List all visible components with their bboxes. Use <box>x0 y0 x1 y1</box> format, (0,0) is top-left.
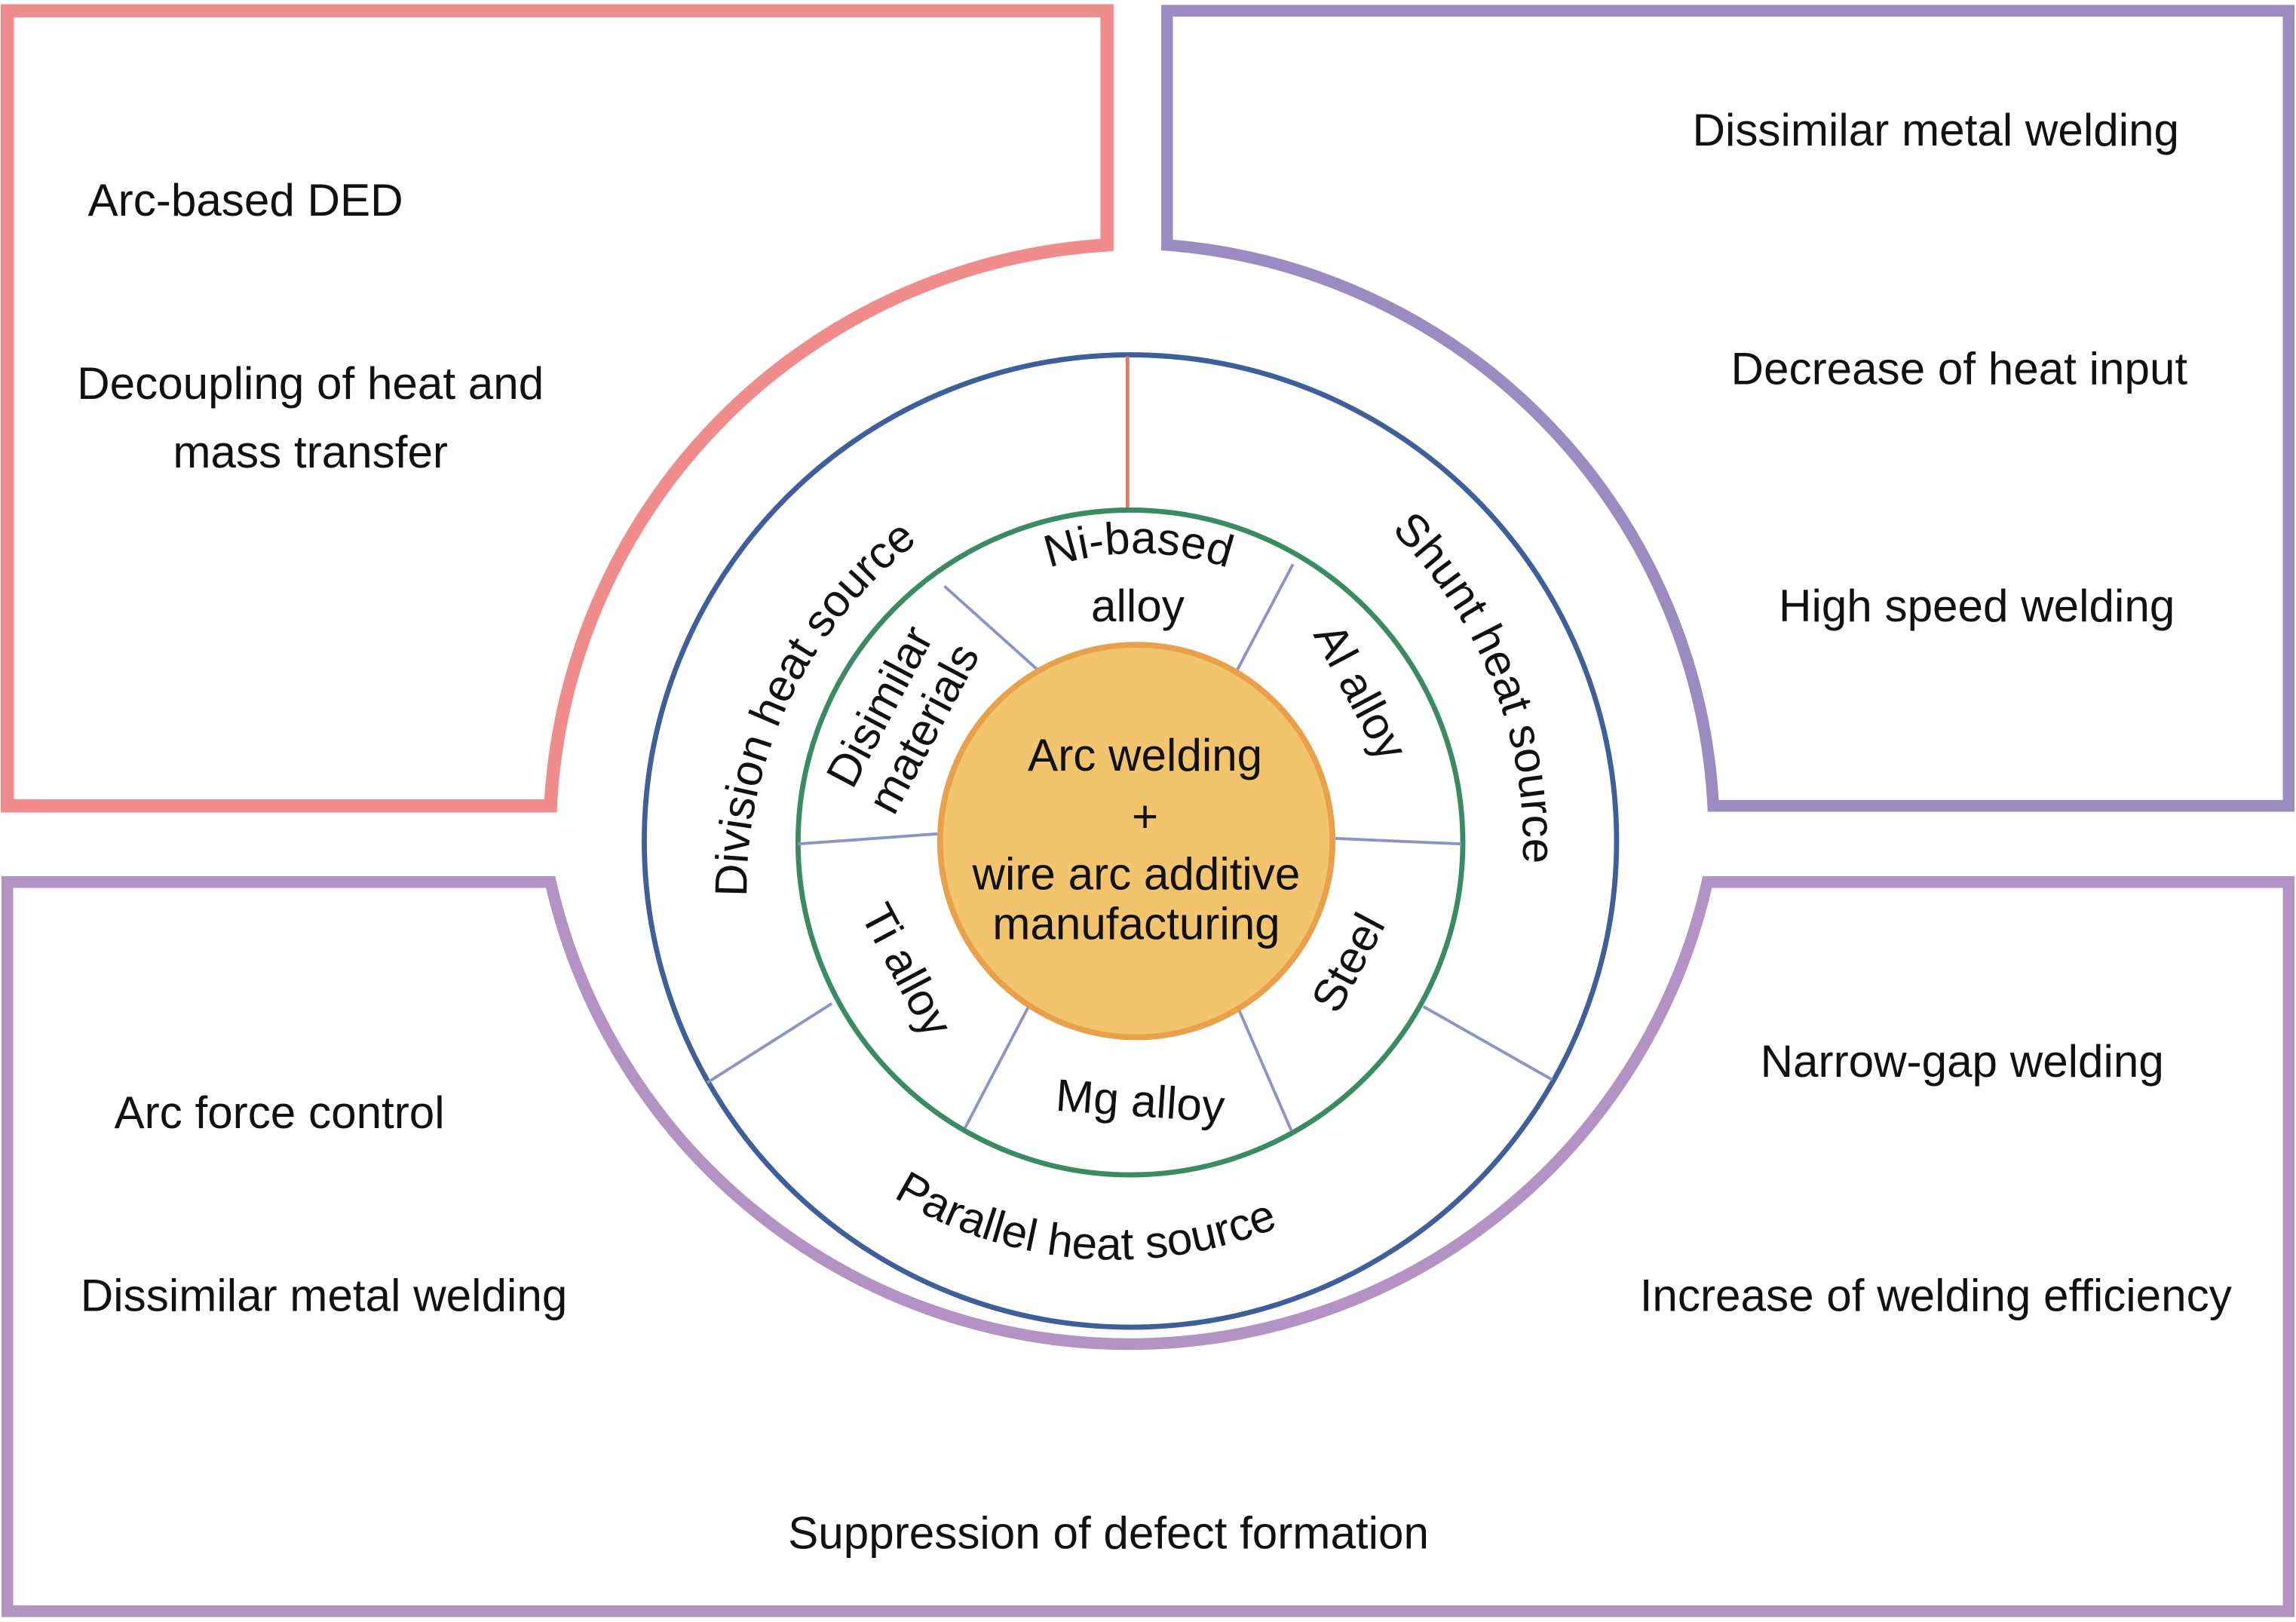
tr-item-1: Dissimilar metal welding <box>1693 105 2180 155</box>
panel-bottom <box>1 875 2295 1617</box>
bottom-left-item-2: Dissimilar metal welding <box>81 1271 568 1321</box>
tl-item-1: Arc-based DED <box>88 175 403 225</box>
center-line-2: + <box>1132 792 1158 842</box>
panel-top-left <box>0 4 1114 813</box>
divider-inner-6 <box>1237 1008 1293 1132</box>
bottom-center-item: Suppression of defect formation <box>788 1507 1429 1558</box>
center-line-4: manufacturing <box>992 898 1280 949</box>
tl-item-3: mass transfer <box>173 427 448 477</box>
divider-outer-right <box>1422 1005 1553 1081</box>
label-ti-alloy: Ti alloy <box>851 895 963 1044</box>
divider-inner-2 <box>1234 563 1295 673</box>
label-parallel-heat-source: Parallel heat source <box>888 1161 1283 1269</box>
tr-item-3: High speed welding <box>1779 581 2175 631</box>
divider-outer-left <box>706 1002 833 1084</box>
bottom-right-item-1: Narrow-gap welding <box>1761 1036 2164 1087</box>
label-al-alloy: Al alloy <box>1304 615 1418 768</box>
divider-inner-5 <box>964 1001 1032 1129</box>
center-line-3: wire arc additive <box>972 848 1301 899</box>
label-mg-alloy: Mg alloy <box>1054 1070 1226 1132</box>
label-shunt-heat-source: Shunt heat source <box>1384 502 1565 864</box>
panel-top-right <box>1160 5 2295 812</box>
bottom-right-item-2: Increase of welding efficiency <box>1640 1271 2232 1321</box>
tr-item-2: Decrease of heat input <box>1731 343 2188 394</box>
bottom-left-item-1: Arc force control <box>114 1087 444 1138</box>
divider-inner-4 <box>1328 836 1462 846</box>
core-circle <box>936 642 1336 1041</box>
label-alloy-ni: alloy <box>1091 581 1185 631</box>
outer-ring <box>642 352 1620 1330</box>
center-line-1: Arc welding <box>1028 730 1262 780</box>
divider-inner-1 <box>943 584 1045 677</box>
divider-inner-3 <box>798 832 940 846</box>
tl-item-2: Decoupling of heat and <box>77 358 544 409</box>
label-ni-based: Ni-based <box>1038 512 1239 577</box>
